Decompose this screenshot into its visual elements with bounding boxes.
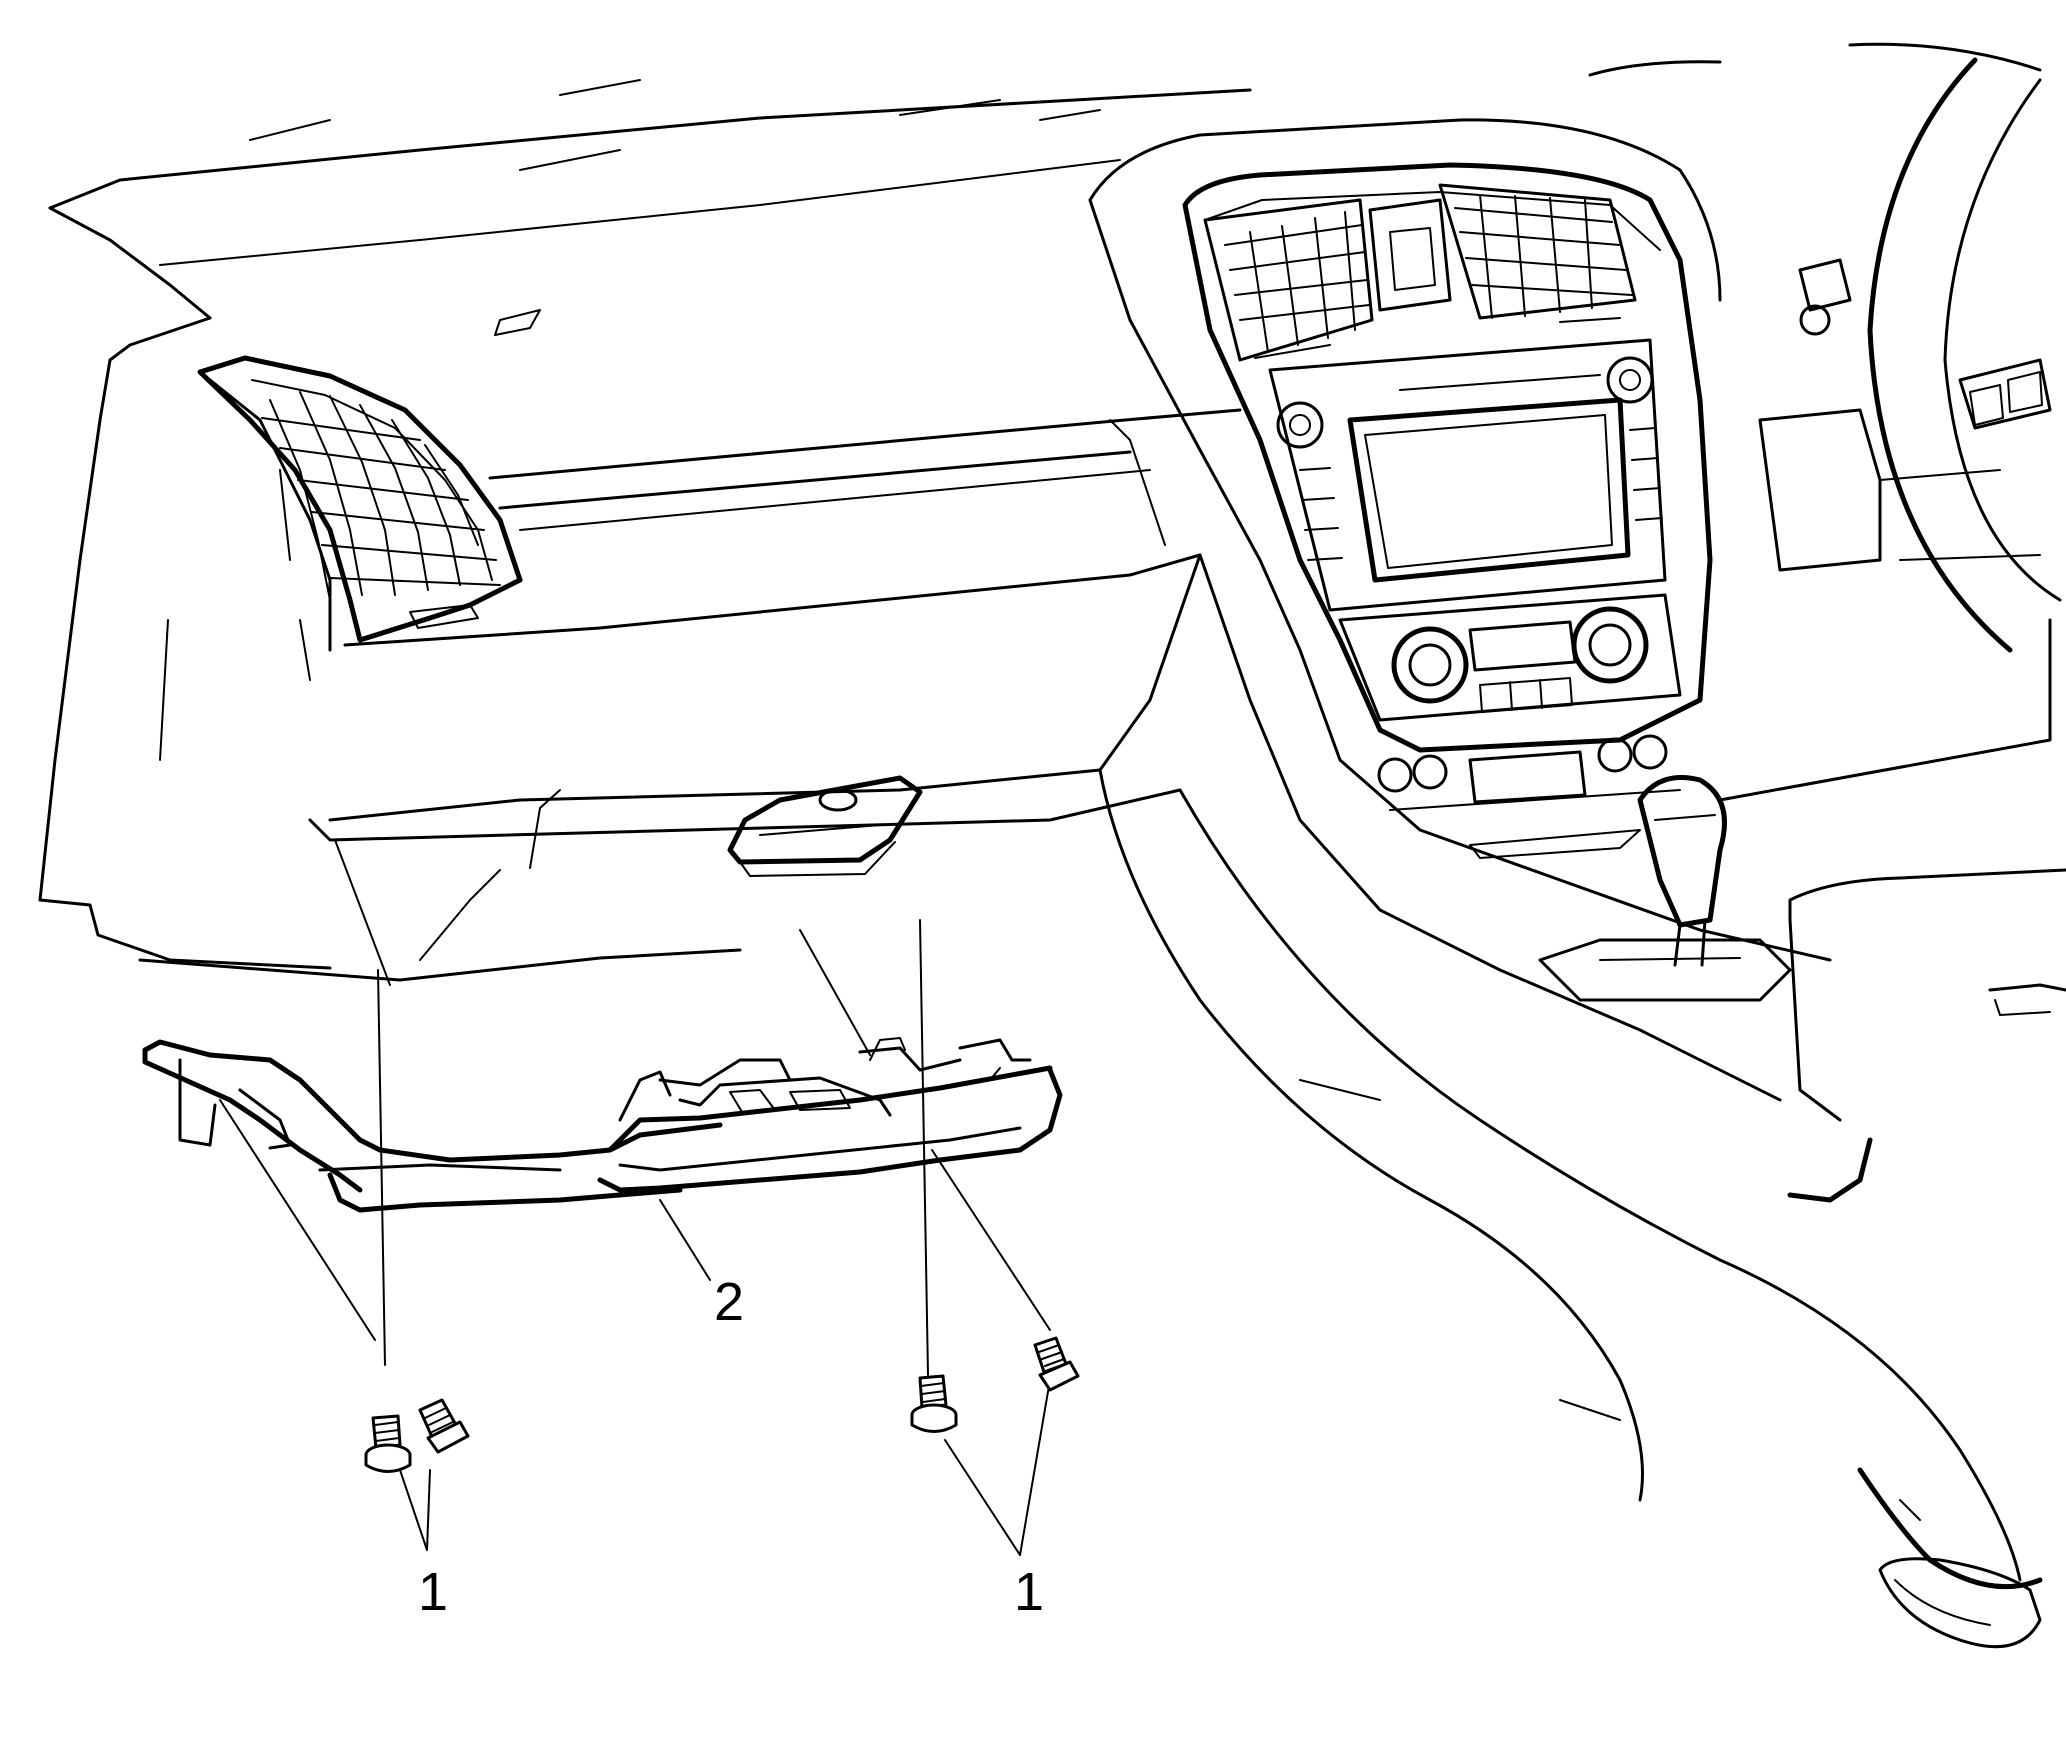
callout-2: 2 xyxy=(714,1272,745,1332)
screw-icon xyxy=(364,1414,412,1473)
lower-trim-panel xyxy=(142,1037,1063,1213)
screw-icon xyxy=(1033,1336,1080,1392)
screw-icon xyxy=(910,1374,958,1433)
radio-display-unit xyxy=(1268,338,1667,612)
glove-box-handle xyxy=(727,775,923,877)
callout-1-right: 1 xyxy=(1014,1562,1045,1622)
steering-column-area xyxy=(1588,42,2062,802)
lower-console-controls xyxy=(1377,734,1681,859)
climate-control-panel xyxy=(1338,593,1682,722)
console-side-trim xyxy=(1098,553,2022,1582)
glove-box-area xyxy=(138,309,1242,986)
leader-lines xyxy=(219,919,1051,1556)
gear-shifter xyxy=(1538,775,1792,1002)
left-air-vent xyxy=(197,355,523,643)
dash-top-surface xyxy=(48,79,1252,362)
center-console-armrest xyxy=(1787,868,2066,1203)
vent-louvers xyxy=(261,391,501,601)
floor-pedal xyxy=(1857,1467,2043,1649)
screw-icon xyxy=(418,1398,470,1454)
fastener-group-left xyxy=(364,1398,470,1473)
fastener-group-right xyxy=(910,1336,1080,1433)
dash-left-end-panel xyxy=(38,358,332,970)
center-air-vents xyxy=(1203,183,1637,362)
callout-1-left: 1 xyxy=(418,1562,449,1622)
center-stack xyxy=(1088,118,1832,962)
